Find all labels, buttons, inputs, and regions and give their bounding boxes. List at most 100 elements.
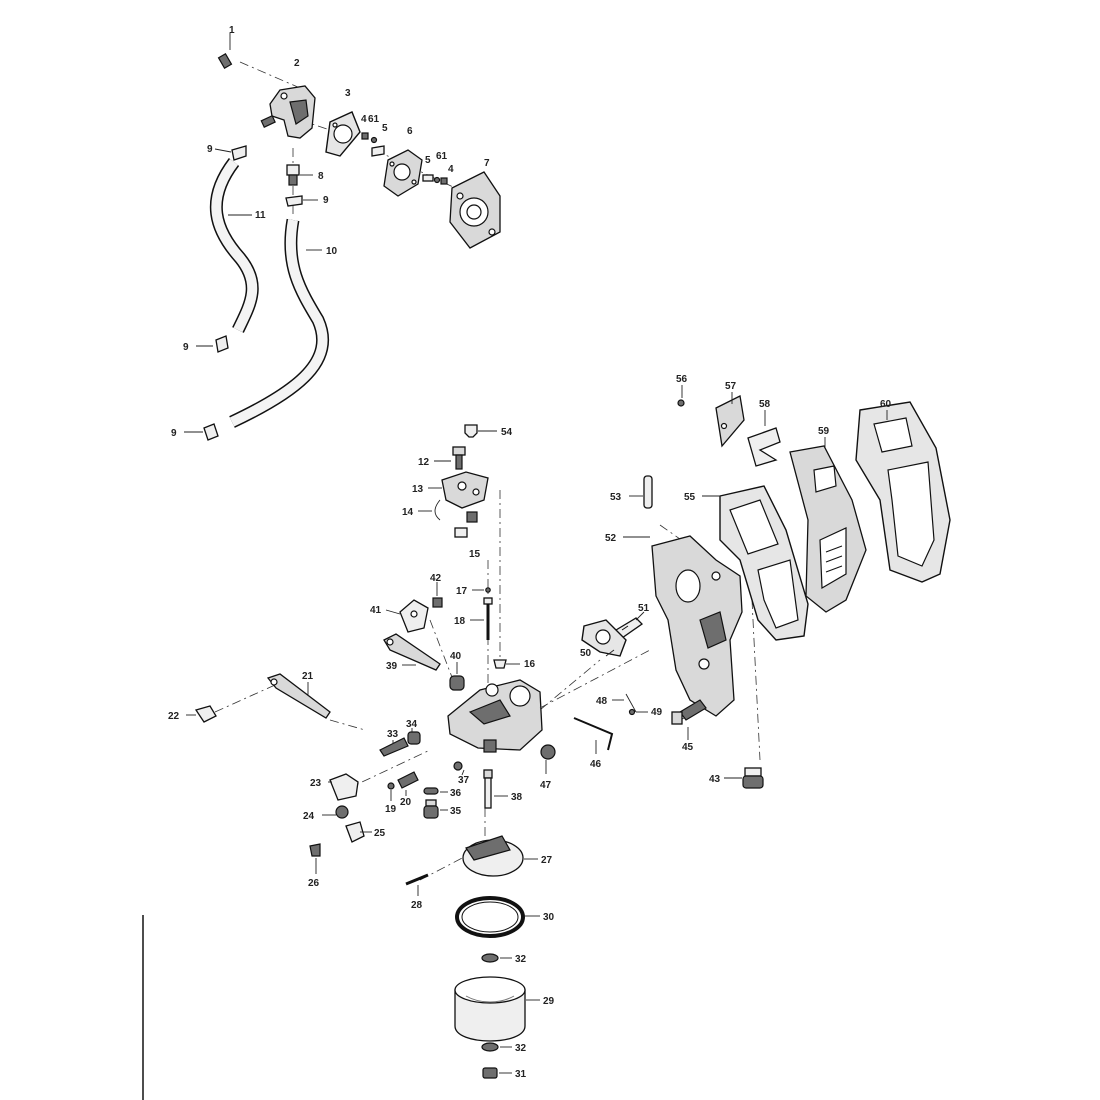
choke-shaft-part-21 [266, 673, 331, 719]
pump-cover-part-6 [383, 149, 423, 197]
label-part-29: 29 [543, 996, 555, 1007]
float-part-27 [462, 835, 524, 877]
flange-gasket-part-50 [581, 619, 627, 657]
rod-part-18 [483, 597, 493, 640]
label-part-43: 43 [709, 774, 721, 785]
reed-part-58 [747, 427, 781, 467]
label-part-31: 31 [515, 1069, 527, 1080]
label-part-45: 45 [682, 742, 694, 753]
screw-part-54 [464, 424, 478, 438]
label-part-33: 33 [387, 729, 399, 740]
label-part-9-top: 9 [207, 144, 213, 155]
fuel-pump-body-part-2 [260, 85, 316, 139]
label-part-5b: 5 [425, 155, 431, 166]
label-part-52: 52 [605, 533, 617, 544]
screw-part-42 [432, 597, 443, 608]
pump-housing-part-7 [449, 171, 501, 249]
label-part-5: 5 [382, 123, 388, 134]
label-part-23: 23 [310, 778, 322, 789]
clamp-part-9-hose-end [215, 335, 229, 353]
label-part-61b: 61 [436, 151, 448, 162]
spring-part-48 [625, 693, 637, 713]
part-number-labels: 1 2 3 4 61 5 6 5 61 4 7 8 9 9 11 10 9 9 … [168, 25, 892, 1080]
label-part-7: 7 [484, 158, 490, 169]
label-part-32-lower: 32 [515, 1043, 527, 1054]
throttle-shaft-part-39 [383, 633, 441, 671]
drain-screw-part-31 [482, 1067, 498, 1079]
label-part-9-hose-end: 9 [183, 342, 189, 353]
label-part-60: 60 [880, 399, 892, 410]
carburetor-body [447, 679, 543, 753]
label-part-39: 39 [386, 661, 398, 672]
spring-part-4 [361, 132, 369, 140]
ball-part-17 [485, 587, 491, 593]
label-part-30: 30 [543, 912, 555, 923]
label-part-42: 42 [430, 573, 442, 584]
label-part-21: 21 [302, 671, 314, 682]
label-part-25: 25 [374, 828, 386, 839]
label-part-56: 56 [676, 374, 688, 385]
label-part-11: 11 [255, 210, 266, 221]
label-part-4b: 4 [448, 164, 454, 175]
intake-manifold-part-52 [651, 535, 743, 717]
screw-part-26 [309, 843, 321, 857]
label-part-41: 41 [370, 605, 382, 616]
spring-part-4b [440, 177, 448, 185]
spring-part-40 [449, 675, 465, 691]
label-part-36: 36 [450, 788, 462, 799]
label-part-55: 55 [684, 492, 696, 503]
label-part-49: 49 [651, 707, 663, 718]
label-part-4: 4 [361, 114, 367, 125]
clamp-part-9-top [231, 145, 247, 161]
plug-part-43 [742, 767, 764, 789]
label-part-46: 46 [590, 759, 602, 770]
seal-part-36 [423, 787, 439, 795]
screw-part-1 [217, 33, 233, 70]
label-part-6: 6 [407, 126, 413, 137]
fuel-pump-group [184, 33, 501, 441]
label-part-53: 53 [610, 492, 622, 503]
label-part-22: 22 [168, 711, 180, 722]
valve-part-5 [371, 145, 385, 157]
label-part-18: 18 [454, 616, 466, 627]
label-part-37: 37 [458, 775, 470, 786]
label-part-17: 17 [456, 586, 468, 597]
label-part-24: 24 [303, 811, 315, 822]
clip-part-14 [434, 499, 441, 521]
label-part-59: 59 [818, 426, 830, 437]
carburetor-group [186, 424, 648, 1079]
label-part-57: 57 [725, 381, 737, 392]
clip-part-22 [194, 705, 217, 723]
link-rod-part-46 [573, 717, 614, 751]
nut-part-47 [540, 744, 556, 760]
screw-part-45 [671, 699, 707, 725]
clip-part-49 [628, 708, 636, 716]
label-part-9-bottom: 9 [171, 428, 177, 439]
check-ball-part-61 [370, 136, 378, 144]
check-ball-part-61b [433, 176, 441, 184]
bracket-part-23 [329, 773, 359, 801]
plug-part-16 [493, 659, 507, 669]
intake-manifold-group [539, 385, 951, 789]
idle-screw-part-33 [379, 737, 409, 757]
label-part-26: 26 [308, 878, 320, 889]
screw-part-12 [452, 446, 466, 470]
label-part-1: 1 [229, 25, 235, 36]
label-part-50: 50 [580, 648, 592, 659]
throttle-plate-part-41 [399, 599, 429, 633]
plug-part-35 [423, 799, 439, 819]
clamp-part-9-mid [285, 195, 303, 207]
label-part-51: 51 [638, 603, 650, 614]
label-part-28: 28 [411, 900, 423, 911]
diaphragm-plate-part-3 [325, 111, 361, 157]
label-part-19: 19 [385, 804, 397, 815]
gasket-part-55 [719, 485, 809, 641]
nut-part-24 [335, 805, 349, 819]
jet-part-38 [483, 769, 493, 809]
label-part-47: 47 [540, 780, 552, 791]
washer-part-32-lower [481, 1042, 499, 1052]
label-part-10: 10 [326, 246, 338, 257]
label-part-14: 14 [402, 507, 414, 518]
needle-part-15a [466, 511, 478, 523]
clamp-part-9-bottom [203, 423, 219, 441]
